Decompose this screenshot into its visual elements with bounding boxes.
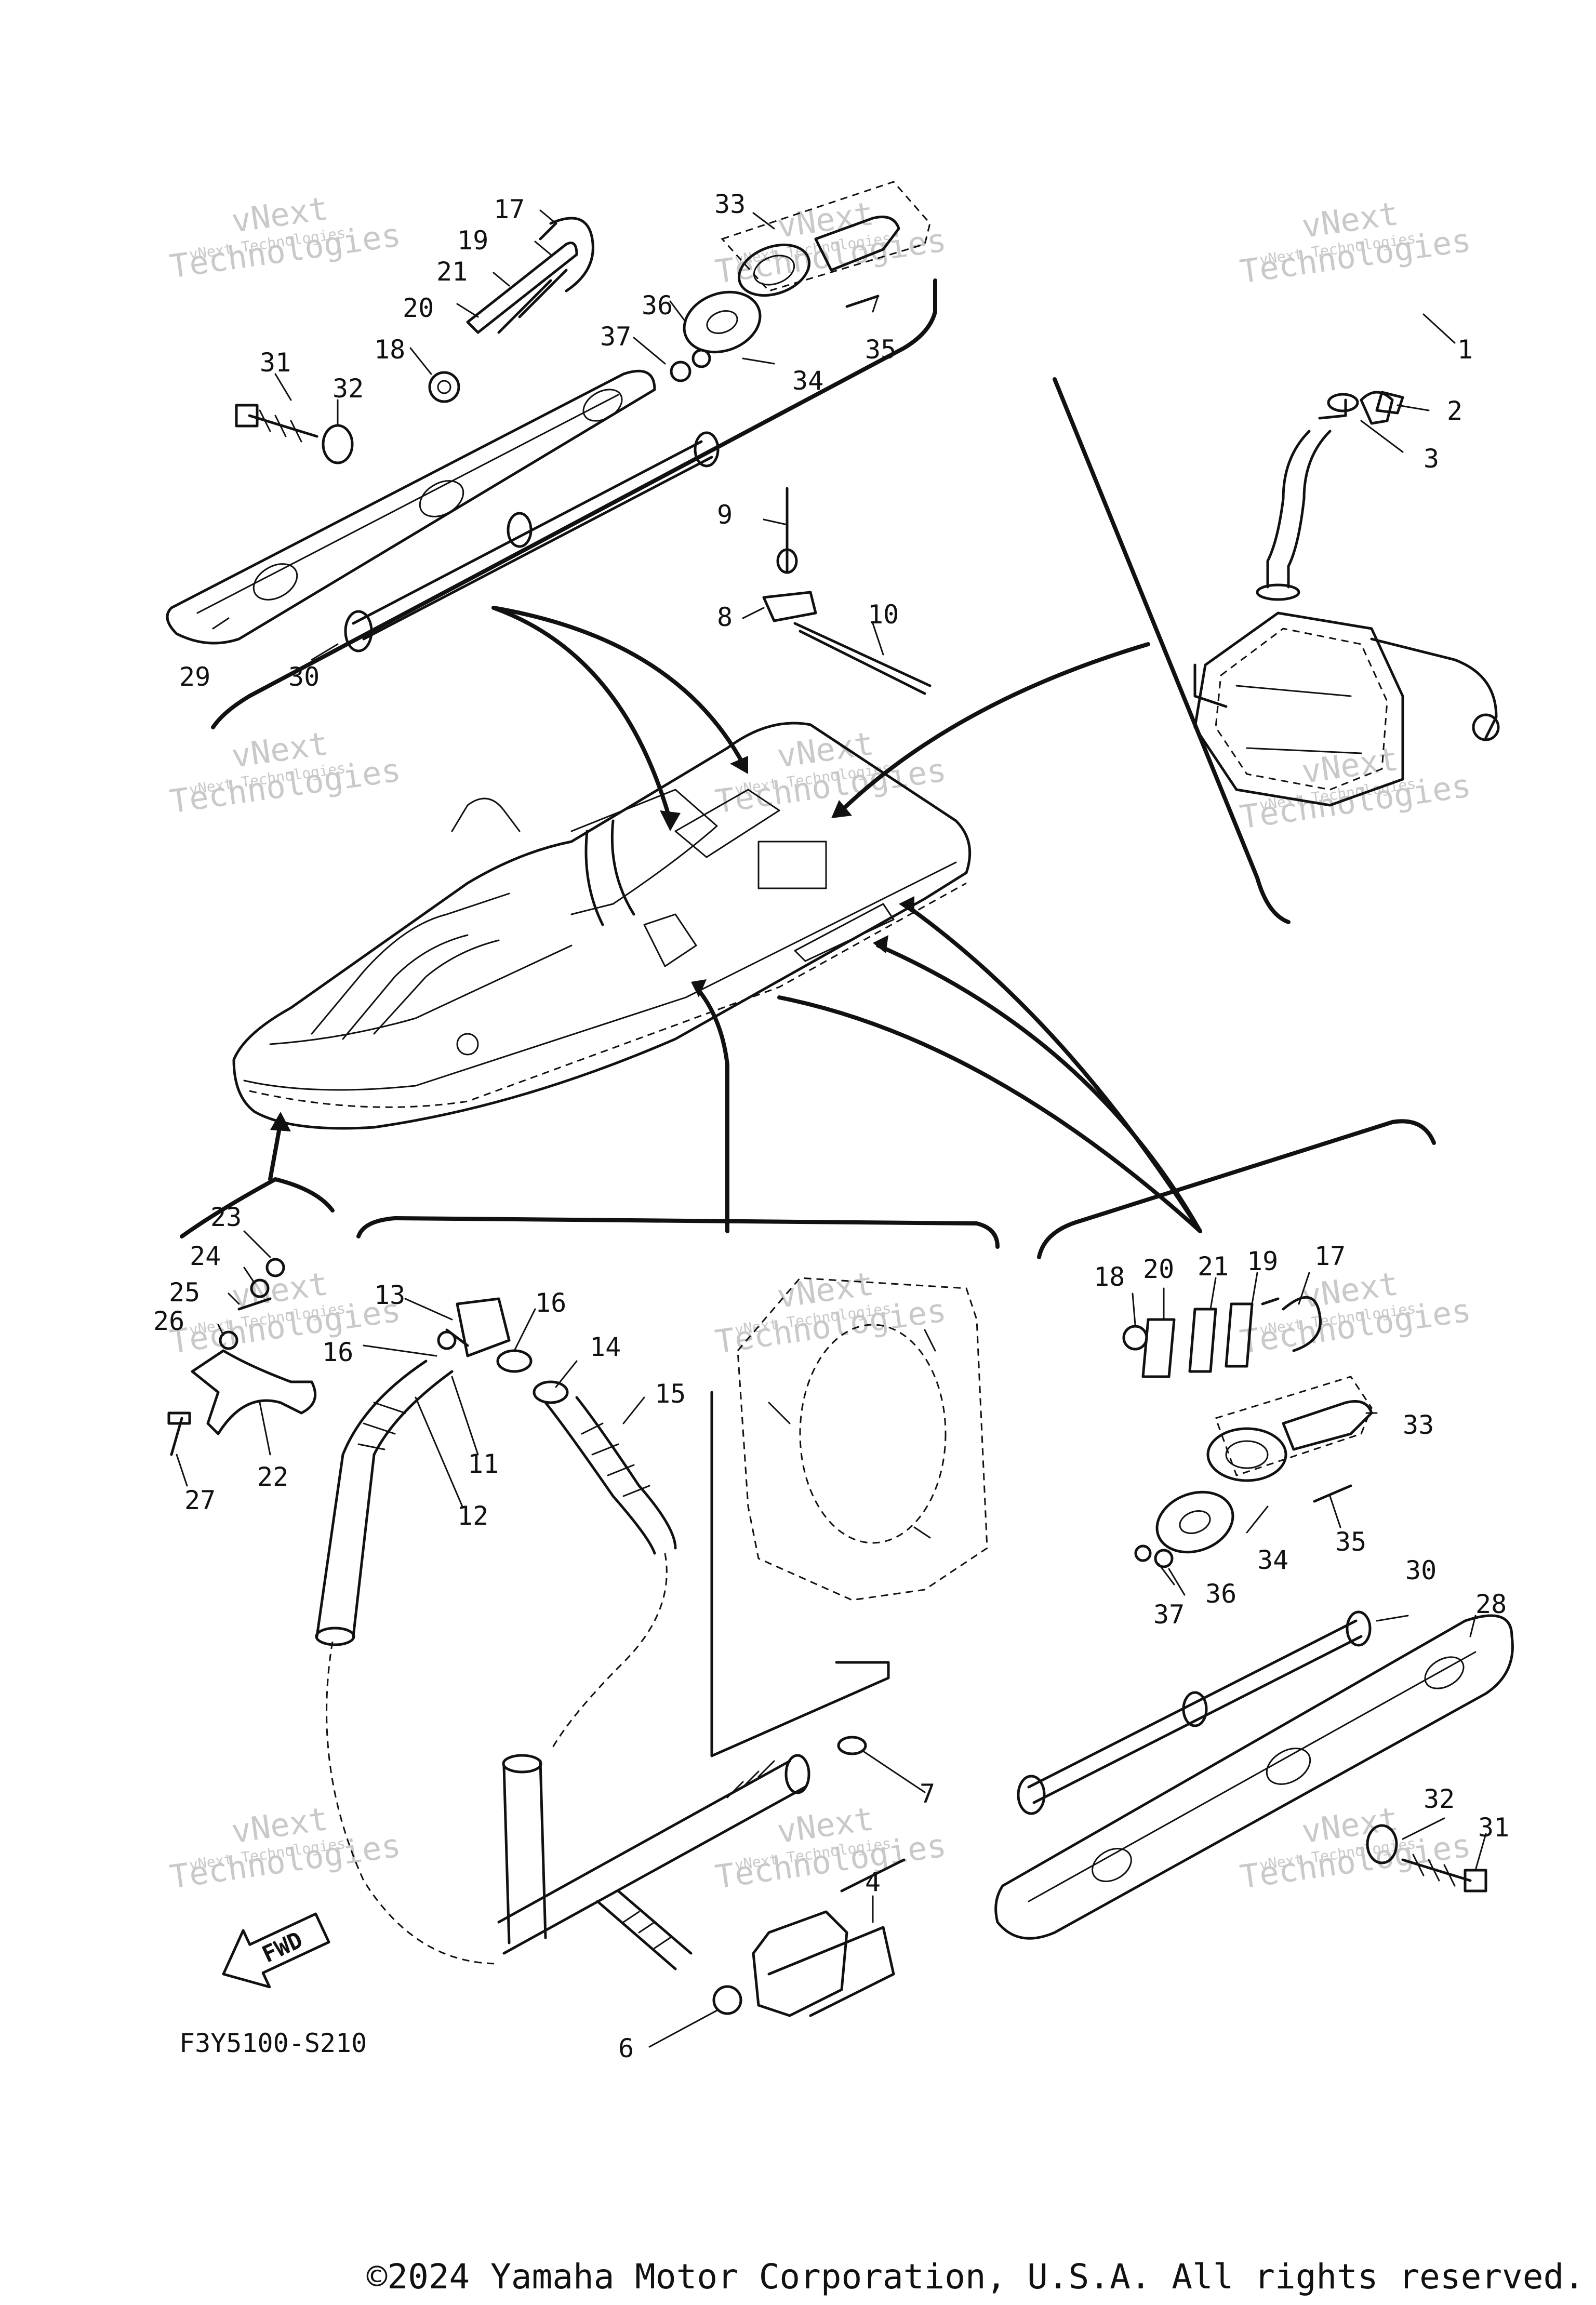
callout-30: 30 <box>1405 1555 1437 1585</box>
callout-30: 30 <box>288 662 320 692</box>
callout-numbers: 1 2 3 9 8 10 17 19 21 20 18 31 32 33 36 … <box>153 189 1509 2063</box>
callout-21: 21 <box>436 257 468 287</box>
watercraft-hull <box>232 722 972 1130</box>
callout-32: 32 <box>332 374 364 404</box>
callout-7: 7 <box>920 1779 935 1809</box>
callout-6: 6 <box>618 2033 634 2063</box>
callout-18: 18 <box>1094 1262 1125 1292</box>
callout-36: 36 <box>1205 1579 1236 1609</box>
bottom-center-group-boundary <box>356 1216 1000 1249</box>
forward-arrow-icon: FWD <box>222 1912 330 1989</box>
leader-arrows <box>268 606 1202 1233</box>
watermark: vNext Technologies vNext Technologies <box>167 724 403 821</box>
callout-3: 3 <box>1424 444 1439 474</box>
mount-parts-center <box>762 487 932 695</box>
callout-15: 15 <box>655 1379 686 1409</box>
right-group-boundary <box>1053 377 1291 924</box>
copyright-notice: ©2024 Yamaha Motor Corporation, U.S.A. A… <box>367 2257 1585 2297</box>
bottom-right-group-boundary <box>1037 1119 1436 1259</box>
callout-9: 9 <box>717 500 733 530</box>
callout-19: 19 <box>1247 1246 1278 1276</box>
watermark: vNext Technologies vNext Technologies <box>1238 194 1473 291</box>
callout-22: 22 <box>257 1462 288 1492</box>
hose-assembly <box>315 1277 988 2017</box>
callout-10: 10 <box>868 599 899 630</box>
callout-37: 37 <box>600 322 631 352</box>
callout-11: 11 <box>468 1449 499 1479</box>
watermarks: vNext Technologies vNext Technologies vN… <box>167 189 1473 1896</box>
bracket-assembly <box>167 1258 317 1456</box>
callout-18: 18 <box>374 335 405 365</box>
callout-33: 33 <box>1403 1410 1434 1440</box>
jet-pump-assembly <box>1193 391 1500 807</box>
callout-32: 32 <box>1424 1784 1455 1814</box>
callout-36: 36 <box>642 290 673 321</box>
watermark: vNext Technologies vNext Technologies <box>1238 740 1473 836</box>
callout-33: 33 <box>714 189 746 219</box>
callout-leaders <box>176 209 1487 2048</box>
watermark: vNext Technologies vNext Technologies <box>713 1800 949 1896</box>
callout-13: 13 <box>374 1280 405 1310</box>
watermark: vNext Technologies vNext Technologies <box>713 1264 949 1361</box>
callout-1: 1 <box>1457 335 1473 365</box>
callout-34: 34 <box>792 366 823 396</box>
callout-19: 19 <box>457 225 488 256</box>
callout-25: 25 <box>169 1277 200 1308</box>
callout-17: 17 <box>494 194 525 224</box>
watermark: vNext Technologies vNext Technologies <box>167 1800 403 1896</box>
callout-12: 12 <box>457 1501 488 1531</box>
callout-28: 28 <box>1475 1589 1507 1619</box>
svg-text:FWD: FWD <box>258 1927 307 1968</box>
callout-31: 31 <box>1478 1813 1509 1843</box>
callout-35: 35 <box>865 335 896 365</box>
callout-24: 24 <box>190 1241 221 1271</box>
callout-34: 34 <box>1257 1545 1288 1575</box>
callout-2: 2 <box>1447 396 1462 426</box>
callout-20: 20 <box>403 293 434 323</box>
watermark: vNext Technologies vNext Technologies <box>167 189 403 286</box>
callout-26: 26 <box>153 1306 184 1336</box>
callout-35: 35 <box>1335 1527 1366 1557</box>
callout-23: 23 <box>210 1202 242 1232</box>
callout-29: 29 <box>179 662 210 692</box>
callout-14: 14 <box>590 1332 621 1362</box>
callout-8: 8 <box>717 602 733 632</box>
top-left-group-boundary <box>211 278 937 729</box>
callout-37: 37 <box>1153 1600 1185 1630</box>
diagram-code: F3Y5100-S210 <box>179 2028 367 2058</box>
callout-20: 20 <box>1143 1254 1174 1284</box>
callout-17: 17 <box>1314 1241 1346 1271</box>
callout-4: 4 <box>865 1867 881 1897</box>
callout-16: 16 <box>535 1288 566 1318</box>
callout-31: 31 <box>260 348 291 378</box>
callout-21: 21 <box>1198 1251 1229 1282</box>
bottom-left-group-boundary <box>180 1177 335 1238</box>
callout-27: 27 <box>184 1485 216 1515</box>
callout-16: 16 <box>322 1337 353 1367</box>
